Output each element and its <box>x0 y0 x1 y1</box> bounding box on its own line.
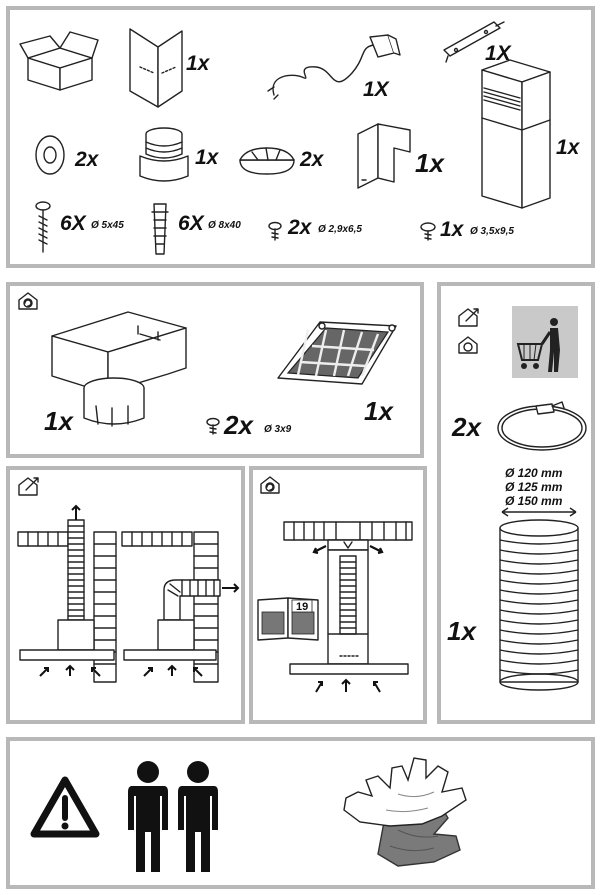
recirculation-diagram <box>283 521 413 693</box>
filter-qty: 1x <box>364 396 393 426</box>
carbon-filter-icon <box>277 321 397 385</box>
recirc-screw-icon <box>206 417 220 435</box>
chimney-support-qty: 1x <box>415 148 444 178</box>
deflector-qty: 1x <box>44 406 73 436</box>
diameter-150: Ø 150 mm <box>505 494 563 508</box>
small-screw-icon <box>268 221 282 241</box>
medium-screw-icon <box>420 222 436 241</box>
manual-page-ref: 19 <box>296 601 309 613</box>
cable-qty: 1X <box>363 78 389 101</box>
plug-6-dim: Ø 8x40 <box>208 220 241 231</box>
extraction-up-diagram <box>17 504 117 683</box>
diameter-120: Ø 120 mm <box>505 466 563 480</box>
plug-6-qty: 6X <box>178 212 204 235</box>
carton-box-icon <box>19 31 99 91</box>
washer-qty: 2x <box>75 148 99 171</box>
screw-2-dim: Ø 2,9x6,5 <box>318 224 362 235</box>
recirc-small-house-icon <box>458 336 478 354</box>
wall-bracket-qty: 1X <box>485 42 511 65</box>
reducer-qty: 1x <box>195 146 219 169</box>
manual-book-icon <box>257 597 319 641</box>
corner-bracket-icon <box>129 28 183 108</box>
screw-1-dim: Ø 3,5x9,5 <box>470 226 514 237</box>
extraction-small-house-icon <box>458 308 479 327</box>
wall-plug-icon <box>151 203 169 255</box>
reducer-icon <box>139 127 189 182</box>
recirc-screw-qty: 2x <box>224 410 253 440</box>
chimney-support-icon <box>357 123 411 189</box>
shopping-cart-icon <box>516 318 560 372</box>
screw-2-qty: 2x <box>288 216 312 239</box>
long-screw-icon <box>35 201 51 253</box>
chimney-icon <box>481 59 551 209</box>
screw-6-qty: 6X <box>60 212 86 235</box>
half-flange-qty: 2x <box>300 148 324 171</box>
warning-triangle-icon <box>30 776 100 838</box>
half-flange-icon <box>239 147 295 175</box>
chimney-qty: 1x <box>556 136 580 159</box>
wall-bracket-icon <box>443 21 505 63</box>
recirc-screw-dim: Ø 3x9 <box>264 424 292 435</box>
washer-icon <box>35 135 65 175</box>
screw-1-qty: 1x <box>440 218 464 241</box>
two-persons-icon <box>128 761 218 872</box>
recirculation-diagram-house-icon <box>260 476 280 494</box>
extraction-house-icon <box>18 477 39 496</box>
gloves-icon <box>343 757 467 867</box>
hose-clamp-icon <box>497 401 587 451</box>
recirculation-house-icon <box>18 292 38 310</box>
deflector-box-icon <box>51 311 187 427</box>
bracket-qty: 1x <box>186 52 210 75</box>
hose-qty: 1x <box>447 616 476 646</box>
flexible-hose-icon <box>499 507 579 691</box>
clamp-qty: 2x <box>452 412 481 442</box>
screw-6-dim: Ø 5x45 <box>91 220 124 231</box>
extraction-side-diagram <box>121 531 240 683</box>
diameter-125: Ø 125 mm <box>505 480 563 494</box>
safety-panel <box>6 737 595 889</box>
power-cable-icon <box>267 34 401 100</box>
